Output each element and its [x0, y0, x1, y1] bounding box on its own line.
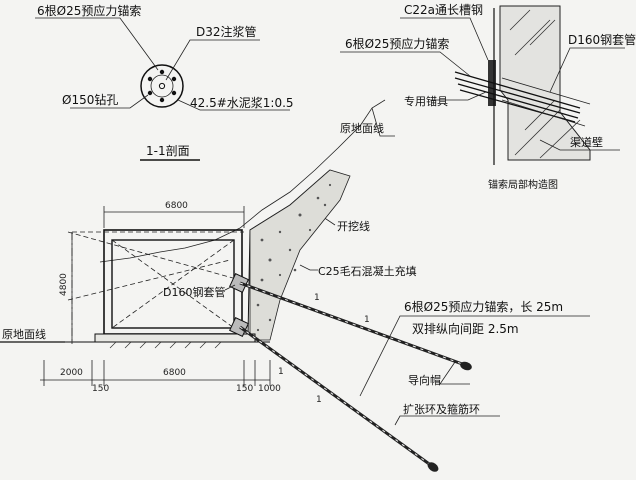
backfill-speckles	[256, 183, 332, 332]
diagonal-4	[67, 259, 231, 301]
detail-anchor-label: 6根Ø25预应力锚索	[345, 36, 449, 51]
leader-pipe	[165, 39, 260, 81]
leader-spreader	[394, 415, 500, 426]
spreader-ring-label: 扩张环及箍筋环	[403, 402, 480, 416]
dim-150-right: 150	[236, 384, 253, 394]
lower-guide-cap	[427, 462, 439, 472]
dim-bottom-mid: 6800	[163, 368, 186, 378]
diagonal-3	[67, 231, 241, 281]
rubble-concrete-backfill	[249, 169, 351, 341]
sleeve-line-top	[501, 77, 591, 105]
leader-guide-cap	[439, 361, 470, 385]
main-sleeve-label: D160钢套管	[163, 285, 225, 299]
sleeve-line-bottom	[501, 99, 586, 127]
inner-ring	[150, 74, 174, 98]
lower-anchor-cable	[239, 325, 433, 468]
slope-mark-3: 1	[278, 367, 284, 377]
channel-outer	[103, 229, 243, 335]
main-cross-section: 原地面线 开挖线 C25毛石混凝土充填	[0, 99, 590, 472]
leader-channel	[400, 17, 489, 61]
leader-wall	[539, 139, 620, 151]
leader-tool	[430, 91, 487, 101]
leader-anchor	[35, 17, 159, 71]
leader-main-sleeve	[224, 284, 236, 291]
dim-height: 4800	[59, 273, 69, 296]
leader-backfill	[299, 264, 318, 271]
excavation-label: 开挖线	[337, 219, 370, 233]
backfill-label: C25毛石混凝土充填	[318, 264, 417, 278]
ground-line-top-label: 原地面线	[340, 121, 384, 135]
dim-top-width: 6800	[165, 201, 188, 211]
upper-anchor-cable	[239, 281, 466, 367]
dim-150-left: 150	[92, 384, 109, 394]
detail-sleeve-label: D160钢套管	[568, 32, 636, 47]
slope-mark-4: 1	[316, 395, 322, 405]
section-caption: 1-1剖面	[146, 144, 190, 158]
detail-wall-label: 渠道壁	[570, 135, 603, 149]
dimension-lines: 6800 4800 2000 150 6800 150 1000	[40, 201, 281, 394]
leader-hole	[70, 94, 149, 109]
dim-bottom-right: 1000	[258, 384, 281, 394]
section-anchor-label: 6根Ø25预应力锚索	[37, 3, 141, 18]
dim-bottom-left: 2000	[60, 368, 83, 378]
guide-cap-label: 导向帽	[408, 373, 441, 387]
main-anchor-label-2: 双排纵向间距 2.5m	[412, 321, 519, 336]
diagonal-2	[111, 239, 235, 329]
leader-main-anchor	[359, 315, 590, 397]
section-1-1-detail: 6根Ø25预应力锚索 D32注浆管 Ø150钻孔 42.5#水泥浆1:0.5 1…	[35, 3, 294, 161]
slope-mark-2: 1	[364, 315, 370, 325]
borehole-circle	[140, 64, 184, 108]
ground-line-left-label: 原地面线	[2, 327, 46, 341]
section-hole-label: Ø150钻孔	[62, 92, 118, 107]
leader-grout	[177, 99, 290, 111]
section-pipe-label: D32注浆管	[196, 24, 257, 39]
upper-sleeve	[229, 273, 249, 293]
leader-sleeve	[549, 47, 625, 93]
leader-detail-anchor	[340, 51, 471, 77]
slope-mark-1: 1	[314, 293, 320, 303]
anchor-local-detail: C22a通长槽钢 6根Ø25预应力锚索 D160钢套管 专用锚具 渠道壁 锚索局…	[340, 3, 636, 191]
original-ground-line	[99, 99, 386, 263]
detail-channel-label: C22a通长槽钢	[404, 3, 483, 17]
channel-wall	[499, 5, 591, 161]
detail-tool-label: 专用锚具	[404, 94, 448, 108]
ground-hatching	[109, 341, 222, 349]
main-anchor-label-1: 6根Ø25预应力锚索，长 25m	[404, 299, 563, 314]
detail-caption: 锚索局部构造图	[488, 178, 558, 191]
section-grout-label: 42.5#水泥浆1:0.5	[190, 95, 294, 110]
anchor-strands	[147, 69, 177, 103]
base-slab	[94, 333, 256, 343]
leader-ground-top	[371, 107, 395, 137]
upper-guide-cap	[460, 361, 472, 371]
